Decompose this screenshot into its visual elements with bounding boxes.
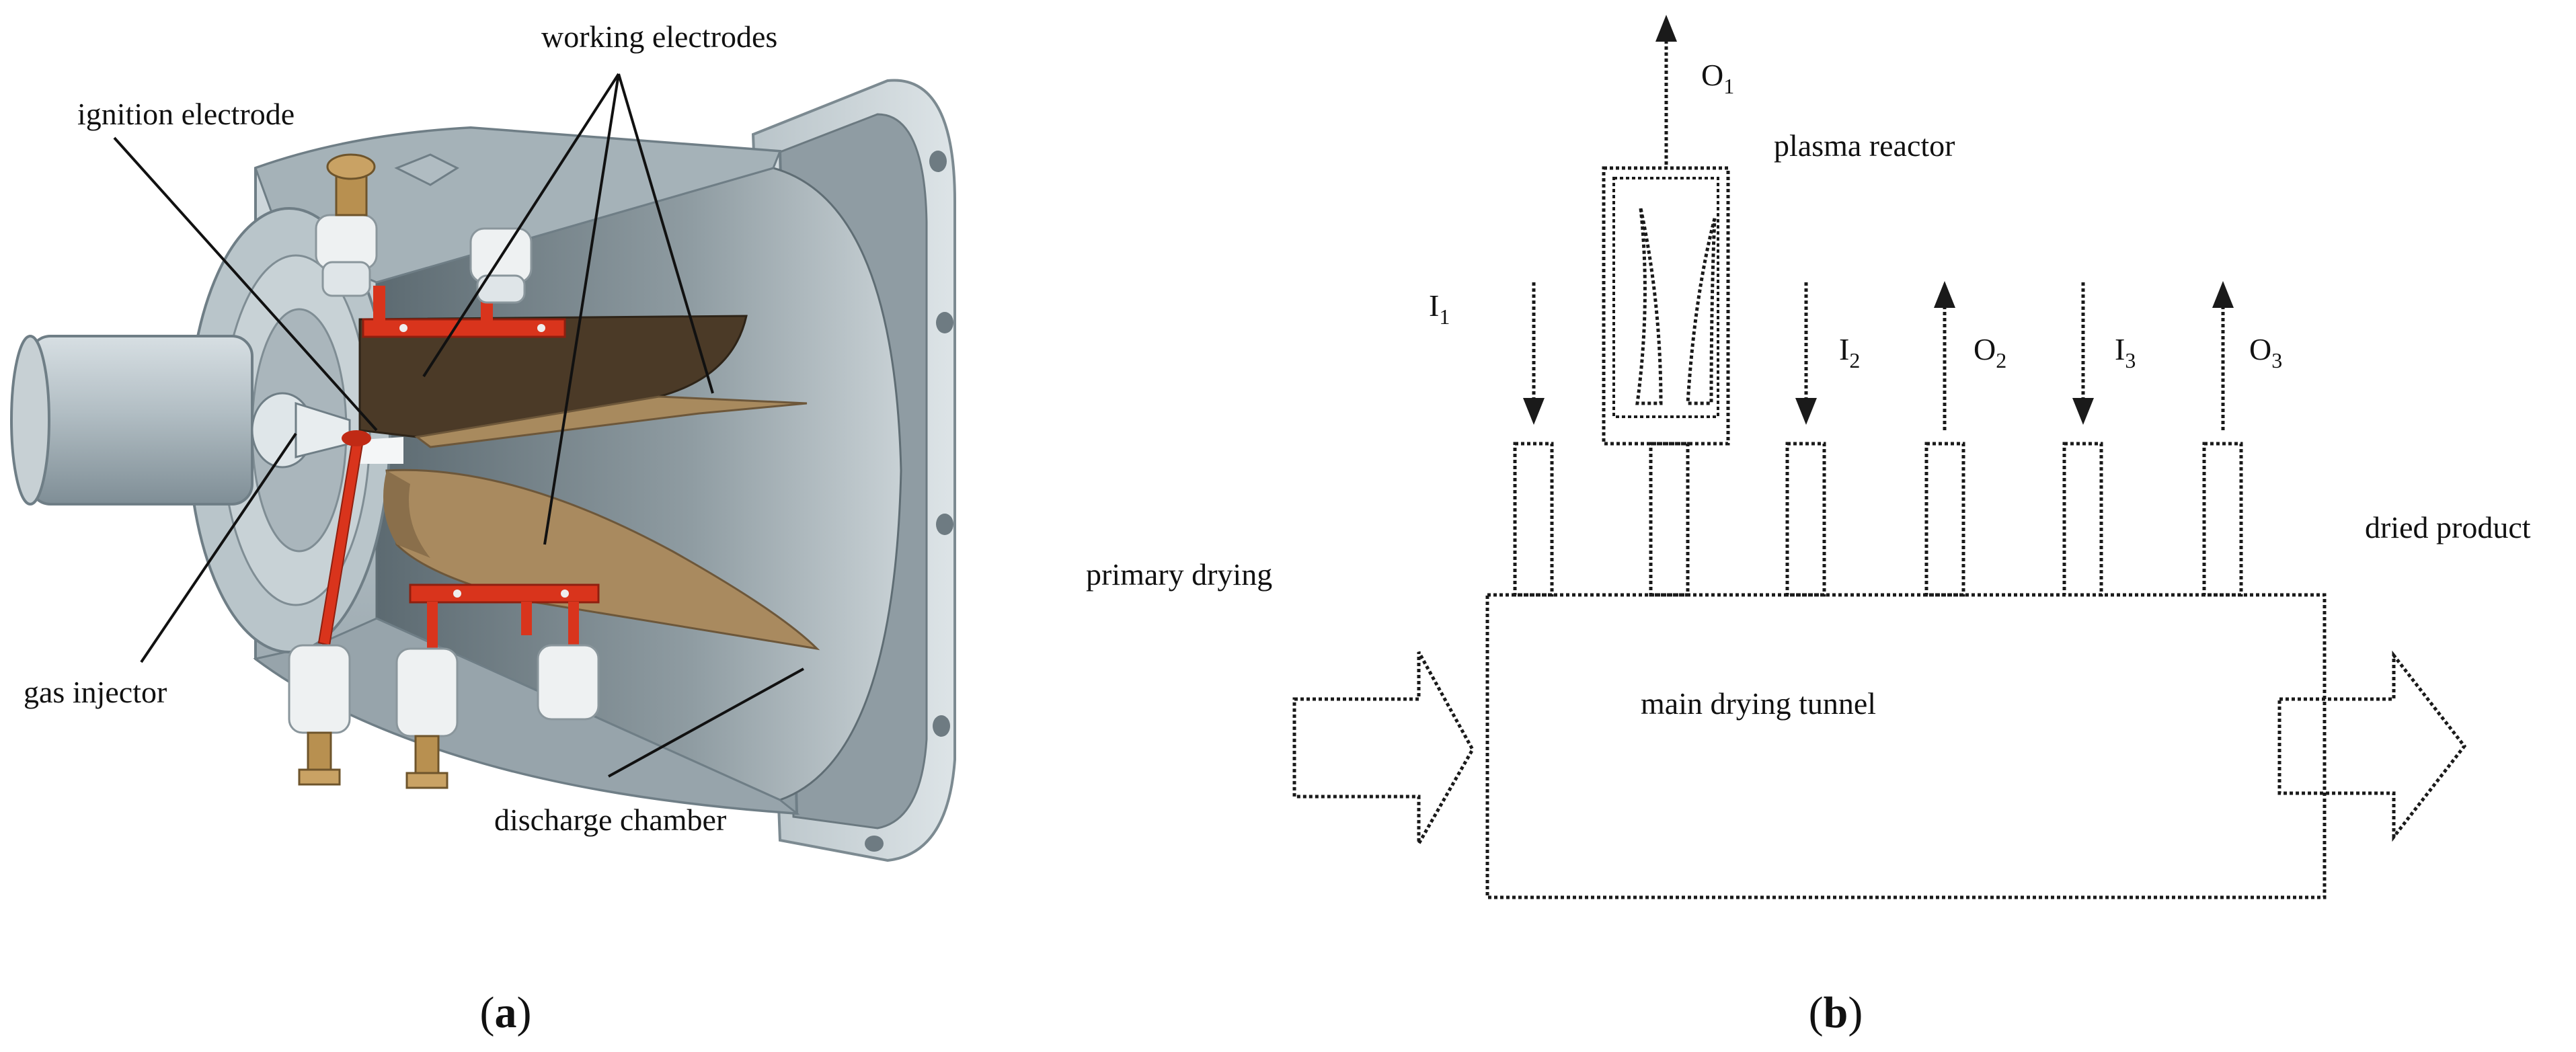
panel-a-leader-lines <box>113 73 804 778</box>
leader-working-1 <box>422 73 620 378</box>
label-working-electrodes: working electrodes <box>541 19 777 54</box>
chamber-body <box>253 126 902 815</box>
stub-reactor <box>1649 442 1690 597</box>
outlet-block-arrow <box>2277 650 2467 842</box>
top-insulators <box>315 153 533 304</box>
leader-ignition <box>113 136 378 432</box>
label-gas-injector: gas injector <box>24 675 167 709</box>
stub-i2 <box>1785 442 1826 597</box>
label-discharge-chamber: discharge chamber <box>494 803 726 837</box>
label-dried-product: dried product <box>2365 510 2531 544</box>
leader-working-3 <box>617 73 714 394</box>
label-stream-i2: I2 <box>1839 332 1860 372</box>
stub-o3 <box>2202 442 2243 597</box>
reactor-electrode-right <box>1686 218 1717 405</box>
inlet-block-arrow <box>1292 651 1475 850</box>
arrow-i1-head <box>1523 398 1545 425</box>
stub-o2 <box>1924 442 1965 597</box>
arrow-o1-head <box>1655 15 1677 42</box>
reactor-electrode-left <box>1635 208 1663 405</box>
label-plasma-reactor: plasma reactor <box>1774 128 1955 163</box>
leader-discharge <box>608 667 804 778</box>
label-main-drying-tunnel: main drying tunnel <box>1641 686 1876 721</box>
caption-a: (a) <box>480 988 532 1037</box>
label-stream-i3: I3 <box>2115 332 2136 372</box>
panel-b-arrow-heads <box>1523 15 2234 425</box>
inlet-pipe <box>10 335 253 505</box>
lower-working-electrode <box>383 469 820 651</box>
caption-b: (b) <box>1809 988 1863 1037</box>
stub-i1 <box>1513 442 1554 597</box>
arrow-o3-head <box>2212 281 2234 308</box>
label-stream-o2: O2 <box>1974 332 2006 372</box>
bottom-insulators <box>288 644 600 789</box>
leader-working-2 <box>543 73 620 545</box>
panel-a-illustration <box>10 79 956 862</box>
label-stream-o3: O3 <box>2249 332 2282 372</box>
arrow-i2-head <box>1795 398 1817 425</box>
main-drying-tunnel-box <box>1485 593 2327 899</box>
upper-working-electrode <box>358 315 808 448</box>
label-stream-i1: I1 <box>1429 288 1450 329</box>
lower-red-bracket <box>409 583 600 649</box>
panel-b-schematic <box>1292 30 2467 899</box>
arrow-o2-head <box>1934 281 1955 308</box>
label-primary-drying: primary drying <box>1086 557 1272 592</box>
gas-injector-nozzle <box>251 392 351 469</box>
arrow-i3-head <box>2072 398 2094 425</box>
reactor-inner-frame <box>1612 177 1719 418</box>
stub-i3 <box>2062 442 2103 597</box>
label-ignition-electrode: ignition electrode <box>77 97 295 131</box>
leader-gas-injector <box>140 432 297 663</box>
label-stream-o1: O1 <box>1701 58 1734 98</box>
